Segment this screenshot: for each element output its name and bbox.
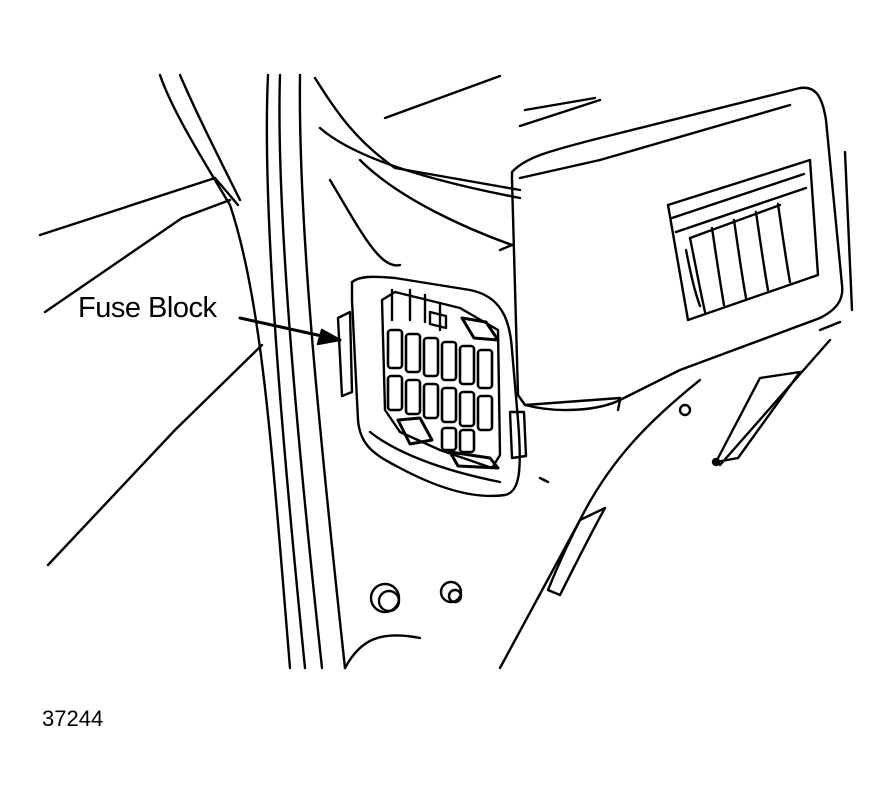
dash-end-housing xyxy=(510,86,854,412)
air-vent xyxy=(666,158,820,322)
dash-top-lines xyxy=(313,74,602,247)
fuse-block-callout-label: Fuse Block xyxy=(78,292,217,324)
a-pillar xyxy=(158,73,347,670)
fuse-block xyxy=(336,288,528,470)
left-panel-lines xyxy=(38,176,264,567)
kick-panel xyxy=(328,178,702,670)
fuse-block-recess xyxy=(350,275,521,498)
fuse-slots xyxy=(386,328,494,454)
figure-number: 37244 xyxy=(42,706,104,731)
callout-leader-arrow xyxy=(238,316,342,346)
lower-dash-panel xyxy=(538,320,842,597)
screw-holes xyxy=(369,580,463,614)
